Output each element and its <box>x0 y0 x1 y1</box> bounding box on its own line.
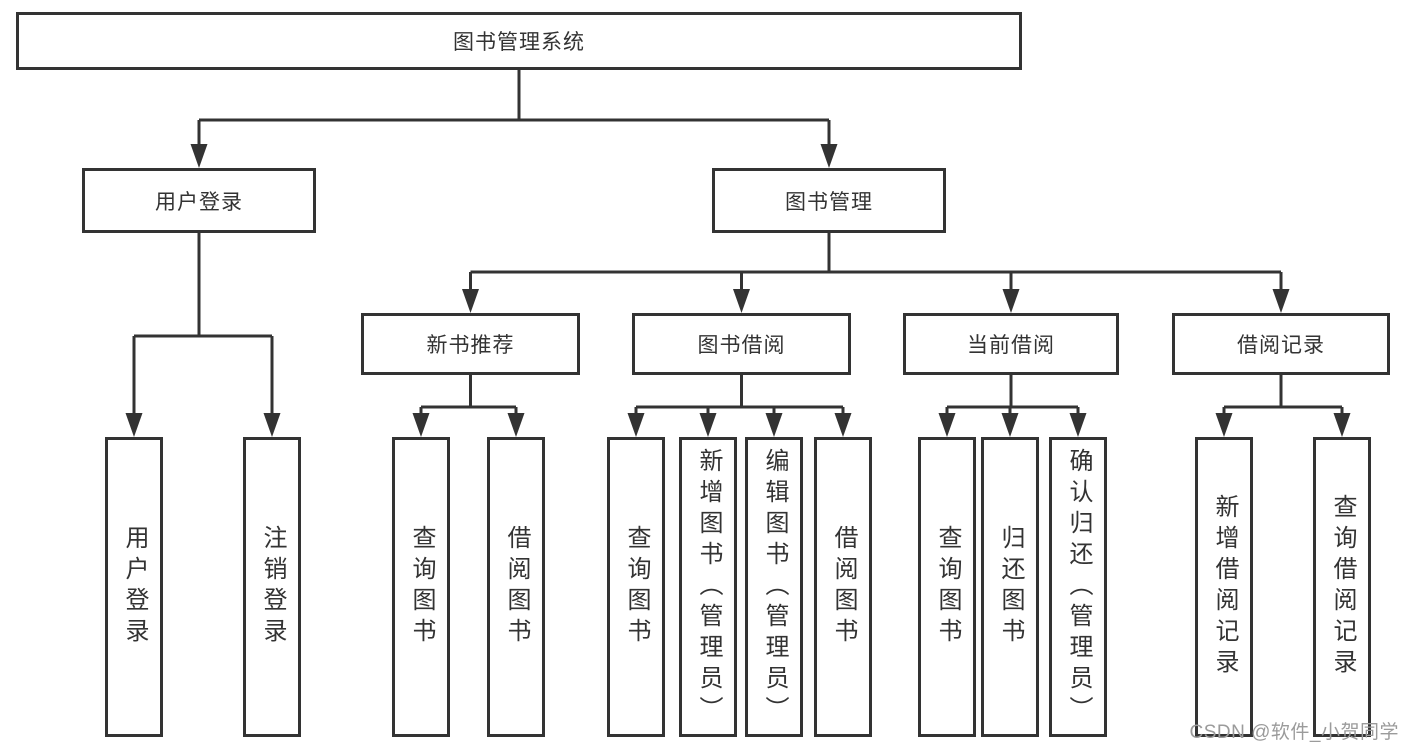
node-book-borrow: 图书借阅 <box>632 313 851 375</box>
leaf-add-books-admin: 新增图书（管理员） <box>679 437 737 737</box>
leaf-logout: 注销登录 <box>243 437 301 737</box>
node-borrow-records: 借阅记录 <box>1172 313 1390 375</box>
leaf-borrow-books-recommend: 借阅图书 <box>487 437 545 737</box>
leaf-query-borrow-record: 查询借阅记录 <box>1313 437 1371 737</box>
leaf-edit-books-admin: 编辑图书（管理员） <box>745 437 803 737</box>
leaf-add-borrow-record: 新增借阅记录 <box>1195 437 1253 737</box>
leaf-query-books-current: 查询图书 <box>918 437 976 737</box>
node-library-management-system: 图书管理系统 <box>16 12 1022 70</box>
leaf-user-login: 用户登录 <box>105 437 163 737</box>
leaf-return-books: 归还图书 <box>981 437 1039 737</box>
csdn-watermark: CSDN @软件_小贺同学 <box>1189 722 1399 743</box>
node-book-management: 图书管理 <box>712 168 946 233</box>
leaf-query-books-borrow: 查询图书 <box>607 437 665 737</box>
arrowheads <box>125 144 1351 437</box>
leaf-borrow-books: 借阅图书 <box>814 437 872 737</box>
node-current-borrow: 当前借阅 <box>903 313 1119 375</box>
leaf-query-books-recommend: 查询图书 <box>392 437 450 737</box>
node-new-book-recommend: 新书推荐 <box>361 313 580 375</box>
leaf-confirm-return-admin: 确认归还（管理员） <box>1049 437 1107 737</box>
node-user-login: 用户登录 <box>82 168 316 233</box>
